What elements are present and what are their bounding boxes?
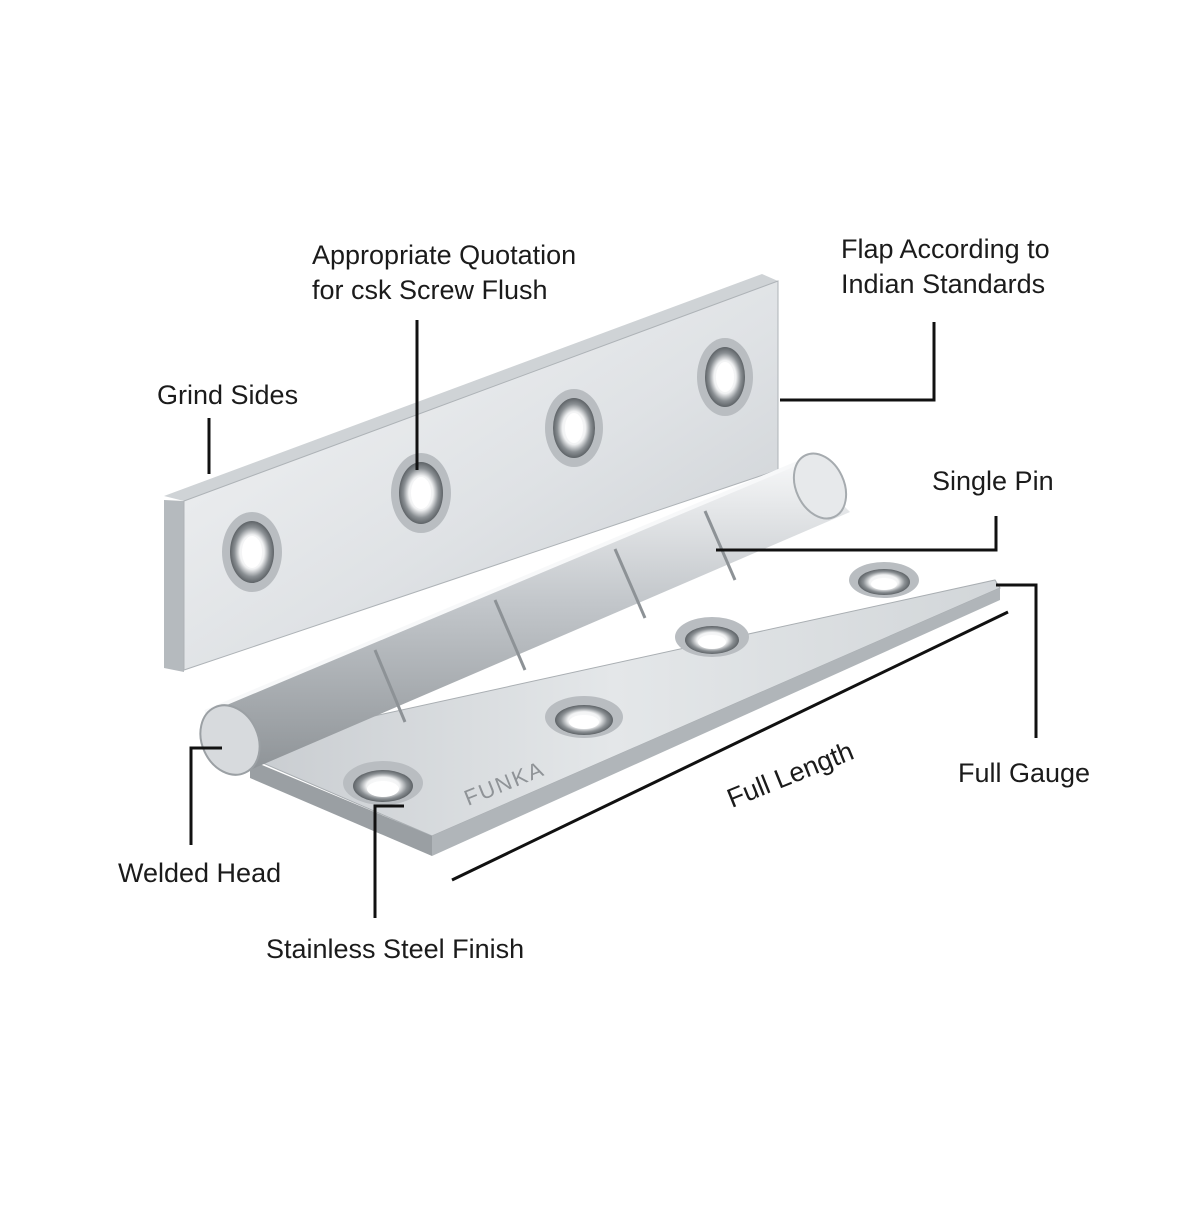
welded-head-cap [199, 704, 261, 776]
screw-hole [343, 761, 423, 805]
dimension-full-length [451, 610, 1009, 882]
leader-stainless [373, 804, 404, 918]
label-csk-line-1: Appropriate Quotation [312, 240, 577, 270]
label-welded-head: Welded Head [118, 858, 282, 888]
screw-hole [545, 389, 603, 467]
label-full-gauge: Full Gauge [958, 758, 1091, 788]
label-stainless-finish: Stainless Steel Finish [266, 934, 525, 964]
screw-hole [391, 453, 451, 533]
label-single-pin: Single Pin [932, 466, 1054, 496]
hinge-barrel [199, 452, 850, 776]
label-csk-line-2: for csk Screw Flush [312, 275, 548, 305]
screw-hole [545, 696, 623, 738]
upper-leaf [164, 274, 779, 672]
leader-welded-head [189, 746, 222, 845]
screw-hole [697, 338, 753, 416]
leader-full-gauge [996, 583, 1038, 738]
screw-hole [849, 562, 919, 598]
screw-hole [675, 617, 749, 657]
label-flap-line-1: Flap According to [841, 234, 1050, 264]
lower-screw-holes [343, 562, 919, 805]
leader-single-pin [716, 516, 998, 552]
leader-flap [780, 322, 936, 402]
label-flap-line-2: Indian Standards [841, 269, 1046, 299]
screw-hole [222, 512, 282, 592]
label-grind-sides: Grind Sides [157, 380, 299, 410]
leader-lines [189, 320, 1038, 918]
upper-screw-holes [222, 338, 753, 592]
